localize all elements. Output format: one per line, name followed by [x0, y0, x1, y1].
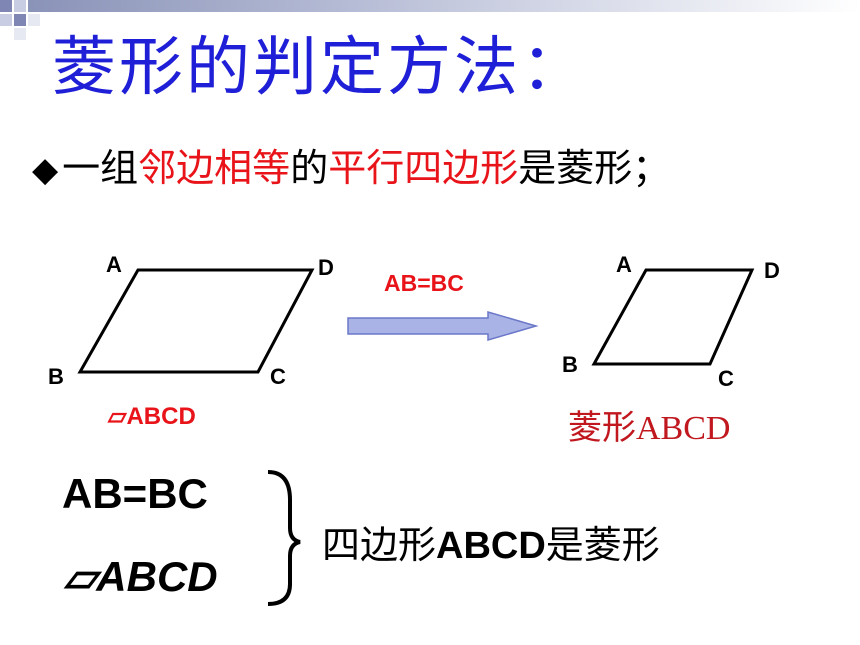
corner-square: [0, 0, 12, 12]
vertex-label-d: D: [318, 255, 334, 280]
arrow-label: AB=BC: [384, 270, 464, 296]
conclusion-suffix: 是菱形: [545, 523, 660, 567]
bullet-text-part: 是菱形；: [518, 146, 671, 190]
corner-square: [28, 14, 40, 26]
bullet-text-highlight: 平行四边形: [328, 146, 519, 190]
vertex-label-a: A: [616, 252, 632, 277]
vertex-label-d: D: [764, 258, 780, 283]
vertex-label-c: C: [270, 364, 286, 389]
bullet-text-highlight: 邻边相等: [138, 146, 291, 190]
right-brace-icon: [267, 470, 301, 606]
rhombus-shape: [591, 268, 755, 366]
condition-ab-eq-bc: AB=BC: [62, 470, 208, 517]
corner-square: [14, 0, 26, 12]
conclusion-prefix: 四边形: [322, 523, 437, 567]
parallelogram-caption: ▱ABCD: [108, 403, 196, 430]
corner-square: [14, 14, 26, 26]
rhombus-caption: 菱形ABCD: [568, 410, 731, 447]
conclusion-name: ABCD: [436, 525, 546, 567]
vertex-label-c: C: [718, 366, 734, 391]
slide-title: 菱形的判定方法：: [52, 31, 588, 105]
header-gradient-bar: [28, 0, 860, 12]
corner-square: [0, 14, 12, 26]
vertex-label-b: B: [562, 352, 578, 377]
bullet-statement: ◆一组邻边相等的平行四边形是菱形；: [32, 140, 670, 198]
corner-square: [14, 28, 26, 40]
bullet-text-part: 一组: [62, 146, 139, 190]
diamond-bullet-icon: ◆: [32, 150, 59, 190]
parallelogram-shape: [77, 268, 315, 374]
condition-parallelogram: ▱ABCD: [64, 553, 218, 600]
vertex-label-a: A: [106, 252, 122, 277]
conclusion-statement: 四边形ABCD是菱形: [322, 514, 660, 569]
right-arrow-icon: [347, 311, 539, 341]
vertex-label-b: B: [48, 364, 64, 389]
bullet-text-part: 的: [290, 146, 329, 190]
